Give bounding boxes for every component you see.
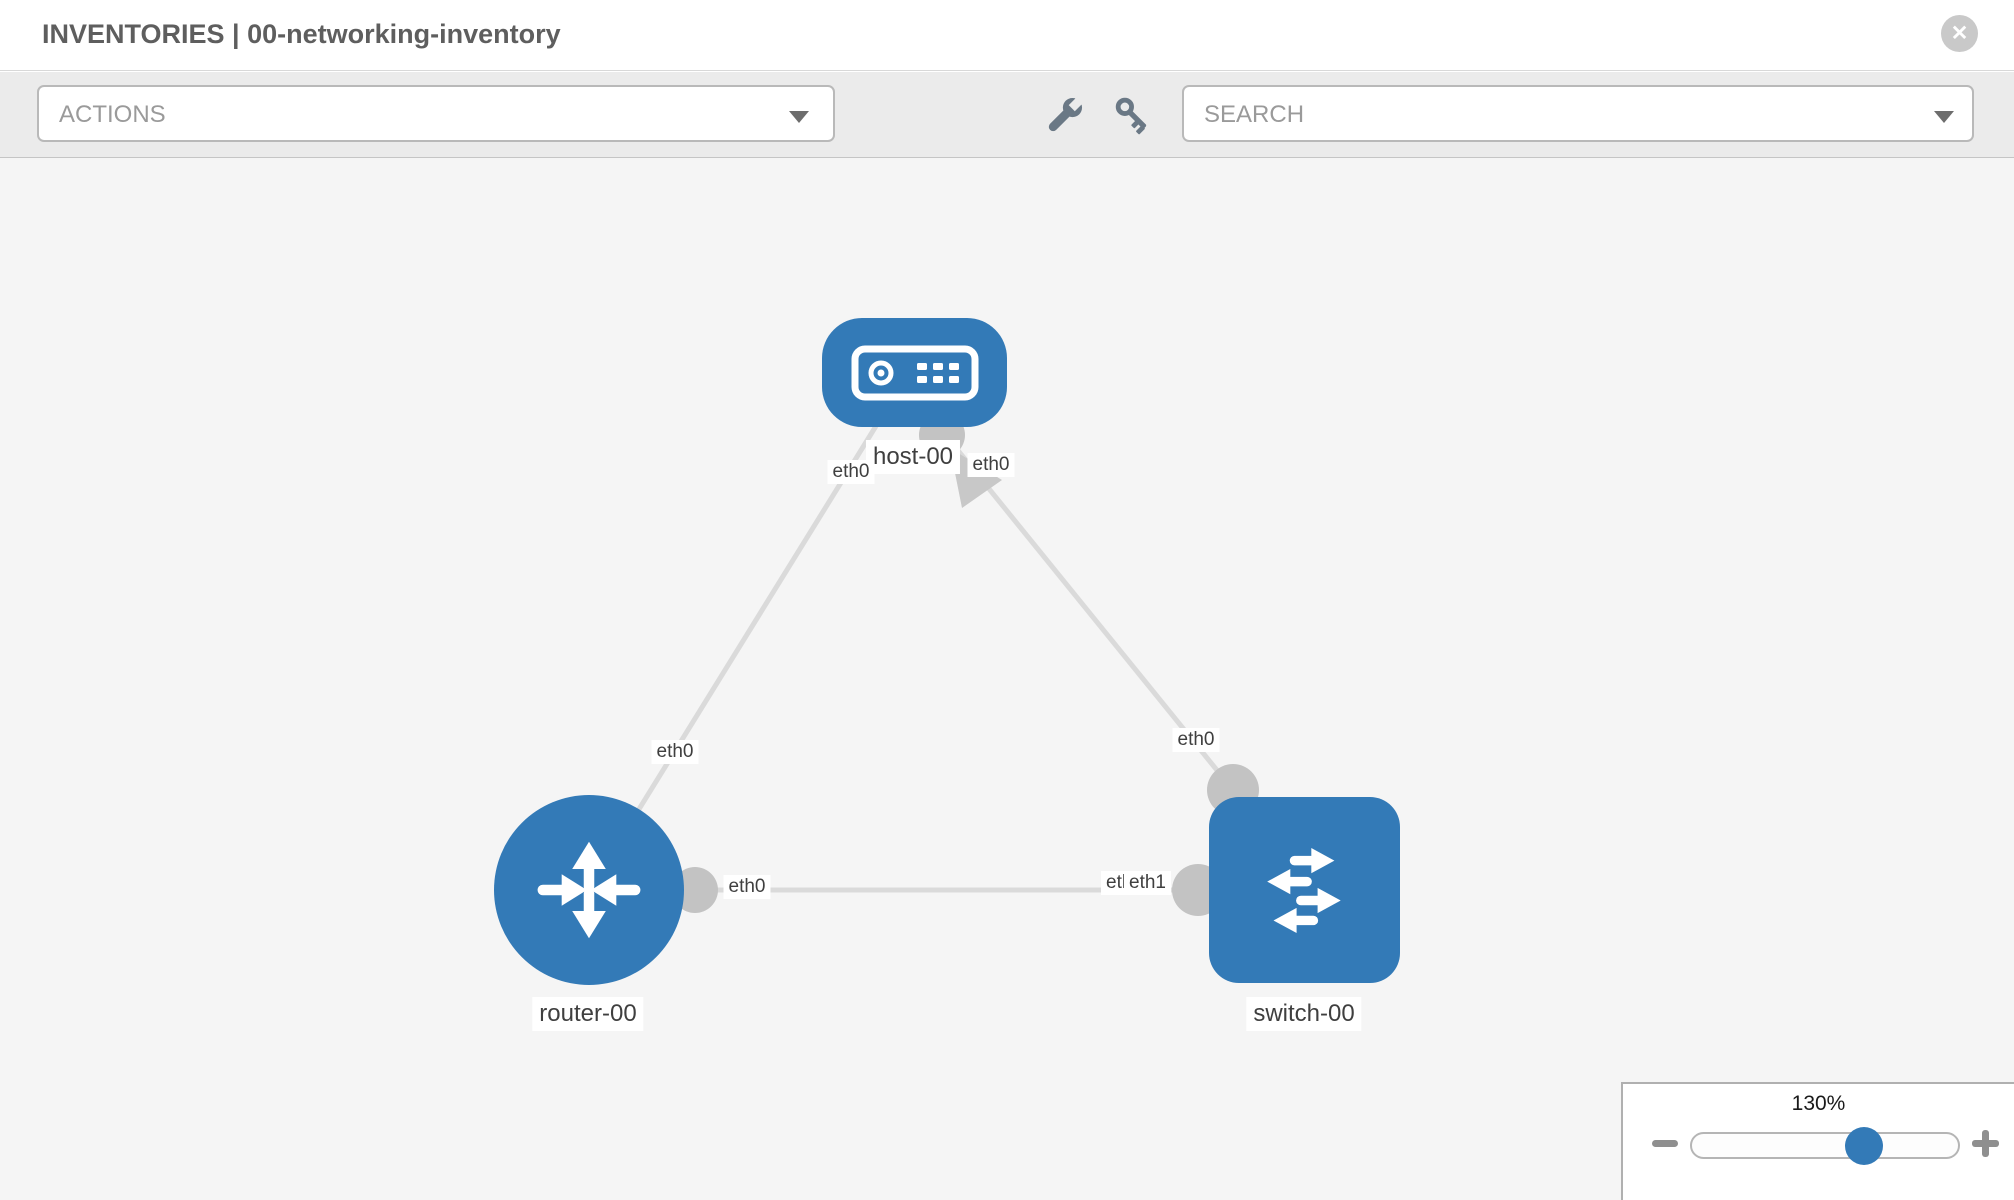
chevron-down-icon	[789, 111, 809, 123]
node-host-00[interactable]	[822, 318, 1007, 427]
zoom-control-panel: 130%	[1621, 1082, 2014, 1200]
key-icon[interactable]	[1110, 92, 1156, 138]
header-bar: INVENTORIES | 00-networking-inventory ✕	[0, 0, 2014, 71]
close-icon[interactable]: ✕	[1941, 15, 1978, 52]
node-label-switch: switch-00	[1246, 997, 1362, 1031]
iface-label-switch-link-eth0: eth0	[1172, 728, 1220, 752]
link-arrowhead	[950, 448, 1002, 508]
iface-label-host-eth0-left: eth0	[827, 460, 875, 484]
search-dropdown-label: SEARCH	[1204, 101, 1305, 128]
server-icon	[851, 345, 978, 400]
zoom-in-plus-icon[interactable]	[1972, 1130, 1999, 1157]
actions-dropdown[interactable]: ACTIONS	[37, 85, 835, 142]
wrench-icon[interactable]	[1042, 92, 1088, 138]
iface-label-router-port-eth0: eth0	[723, 875, 771, 899]
chevron-down-icon	[1934, 111, 1954, 123]
node-label-router: router-00	[532, 997, 644, 1031]
page-title: INVENTORIES | 00-networking-inventory	[42, 19, 561, 49]
topology-canvas[interactable]: host-00 router-00 switch-00 eth0 eth0 et…	[0, 158, 2014, 1200]
iface-label-router-link-eth0: eth0	[651, 740, 699, 764]
router-icon	[537, 841, 641, 939]
node-label-host: host-00	[865, 440, 961, 474]
iface-label-switch-port-eth1: eth1	[1124, 871, 1171, 895]
zoom-out-minus-icon[interactable]	[1652, 1140, 1678, 1147]
iface-label-host-eth0-right: eth0	[967, 453, 1015, 477]
plus-bar-v	[1982, 1130, 1989, 1157]
node-router-00[interactable]	[494, 795, 684, 985]
links-layer	[586, 412, 1259, 916]
port-router-right[interactable]	[672, 867, 718, 913]
toolbar: ACTIONS SEARCH	[0, 72, 2014, 158]
zoom-slider-thumb[interactable]	[1845, 1127, 1883, 1165]
zoom-slider[interactable]	[1690, 1127, 1960, 1165]
actions-dropdown-label: ACTIONS	[59, 101, 166, 128]
node-switch-00[interactable]	[1209, 797, 1400, 983]
switch-icon	[1266, 848, 1341, 934]
zoom-level-value: 130%	[1791, 1092, 1846, 1115]
search-dropdown[interactable]: SEARCH	[1182, 85, 1974, 142]
